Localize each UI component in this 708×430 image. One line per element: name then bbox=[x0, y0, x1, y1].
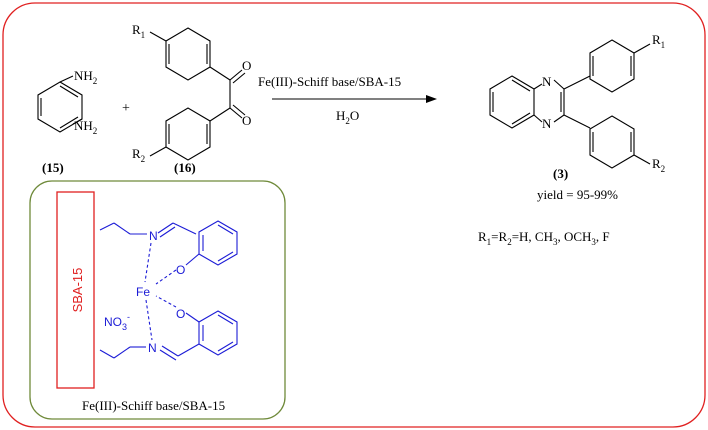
amine-bottom-label: NH2 bbox=[74, 118, 97, 136]
carbonyl-o-bottom: O bbox=[242, 113, 251, 128]
product-3-label: (3) bbox=[553, 166, 568, 181]
catalyst-frame bbox=[29, 180, 286, 420]
yield-text: yield = 95-99% bbox=[537, 187, 618, 202]
catalyst-caption: Fe(III)-Schiff base/SBA-15 bbox=[82, 398, 225, 413]
fe-schiff-base-complex: N O Fe O N NO3- bbox=[99, 220, 238, 361]
substituent-definition: R1=R2=H, CH3, OCH3, F bbox=[478, 229, 610, 247]
reaction-arrowhead bbox=[426, 95, 437, 103]
amine-top-label: NH2 bbox=[74, 68, 97, 86]
reactant-16-structure: R1 O O R2 bbox=[132, 22, 251, 164]
reactant-15-label: (15) bbox=[42, 160, 64, 175]
r1-label: R1 bbox=[132, 22, 145, 40]
phenolate-o-top: O bbox=[176, 263, 185, 277]
iron-center: Fe bbox=[136, 285, 150, 299]
product-n-bottom: N bbox=[542, 116, 552, 131]
reactant-15-structure: NH2 NH2 bbox=[37, 68, 97, 136]
sba15-support bbox=[56, 191, 95, 389]
reactant-16-label: (16) bbox=[174, 160, 196, 175]
imine-n-bottom: N bbox=[148, 341, 157, 355]
product-r1-label: R1 bbox=[652, 32, 665, 50]
phenolate-o-bottom: O bbox=[176, 307, 185, 321]
nitrate-counterion: NO3- bbox=[104, 312, 130, 332]
carbonyl-o-top: O bbox=[242, 58, 251, 73]
product-n-top: N bbox=[542, 74, 552, 89]
r2-label: R2 bbox=[132, 146, 145, 164]
arrow-reagent-label: Fe(III)-Schiff base/SBA-15 bbox=[258, 74, 401, 89]
imine-n-top: N bbox=[149, 229, 158, 243]
arrow-solvent-label: H2O bbox=[336, 108, 359, 126]
product-r2-label: R2 bbox=[652, 156, 665, 174]
sba15-support-label: SBA-15 bbox=[70, 268, 85, 313]
plus-sign: + bbox=[122, 101, 130, 116]
product-3-structure: N N R1 R2 bbox=[489, 32, 665, 174]
